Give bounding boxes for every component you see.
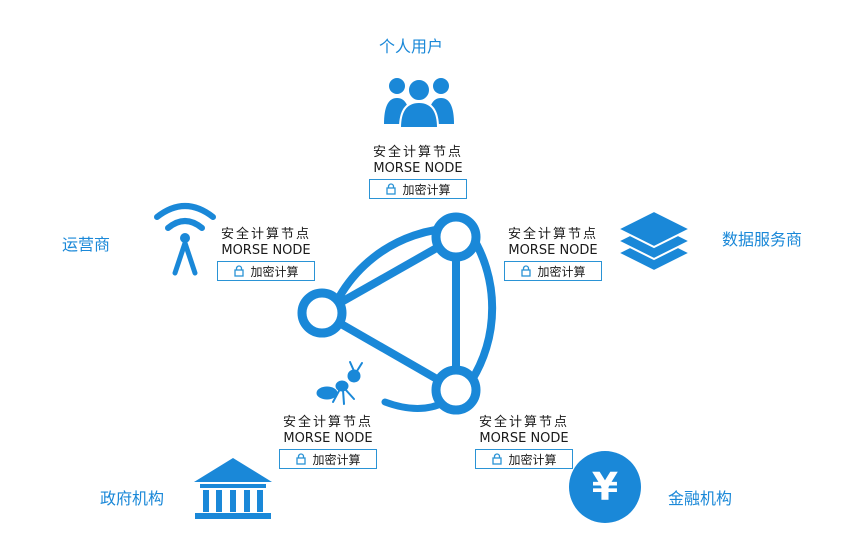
node-bottom-left: 安全计算节点 MORSE NODE 加密计算 xyxy=(276,415,380,469)
node-action: 加密计算 xyxy=(508,452,557,467)
node-bottom-right: 安全计算节点 MORSE NODE 加密计算 xyxy=(472,415,576,469)
label-operator: 运营商 xyxy=(62,235,111,254)
encrypted-compute-badge: 加密计算 xyxy=(279,449,377,469)
node-action: 加密计算 xyxy=(402,182,451,197)
label-government: 政府机构 xyxy=(100,489,165,508)
node-title: 安全计算节点 xyxy=(220,227,311,242)
database-stack-icon xyxy=(615,209,693,273)
encrypted-compute-badge: 加密计算 xyxy=(504,261,602,281)
node-left: 安全计算节点 MORSE NODE 加密计算 xyxy=(214,227,318,281)
encrypted-compute-badge: 加密计算 xyxy=(369,179,467,199)
node-action: 加密计算 xyxy=(250,264,299,279)
network-triangle-icon xyxy=(297,212,497,415)
yen-coin-icon xyxy=(569,451,641,523)
bank-building-icon xyxy=(194,458,272,519)
label-financial: 金融机构 xyxy=(668,489,733,508)
ant-mascot-icon xyxy=(316,361,363,405)
signal-tower-icon xyxy=(154,203,216,276)
lock-icon xyxy=(234,265,245,277)
lock-icon xyxy=(386,183,397,195)
node-name: MORSE NODE xyxy=(479,431,569,446)
lock-icon xyxy=(296,453,307,465)
node-title: 安全计算节点 xyxy=(507,227,598,242)
node-action: 加密计算 xyxy=(312,452,361,467)
node-action: 加密计算 xyxy=(537,264,586,279)
node-title: 安全计算节点 xyxy=(282,415,373,430)
node-title: 安全计算节点 xyxy=(478,415,569,430)
encrypted-compute-badge: 加密计算 xyxy=(475,449,573,469)
node-title: 安全计算节点 xyxy=(372,145,463,160)
node-top: 安全计算节点 MORSE NODE 加密计算 xyxy=(366,145,470,199)
node-name: MORSE NODE xyxy=(283,431,373,446)
encrypted-compute-badge: 加密计算 xyxy=(217,261,315,281)
label-data-provider: 数据服务商 xyxy=(722,230,803,249)
lock-icon xyxy=(521,265,532,277)
node-name: MORSE NODE xyxy=(373,161,463,176)
lock-icon xyxy=(492,453,503,465)
node-name: MORSE NODE xyxy=(508,243,598,258)
yen-symbol: ¥ xyxy=(592,465,618,509)
users-group-icon xyxy=(384,78,454,129)
node-name: MORSE NODE xyxy=(221,243,311,258)
node-right: 安全计算节点 MORSE NODE 加密计算 xyxy=(501,227,605,281)
label-individual-user: 个人用户 xyxy=(379,37,444,56)
